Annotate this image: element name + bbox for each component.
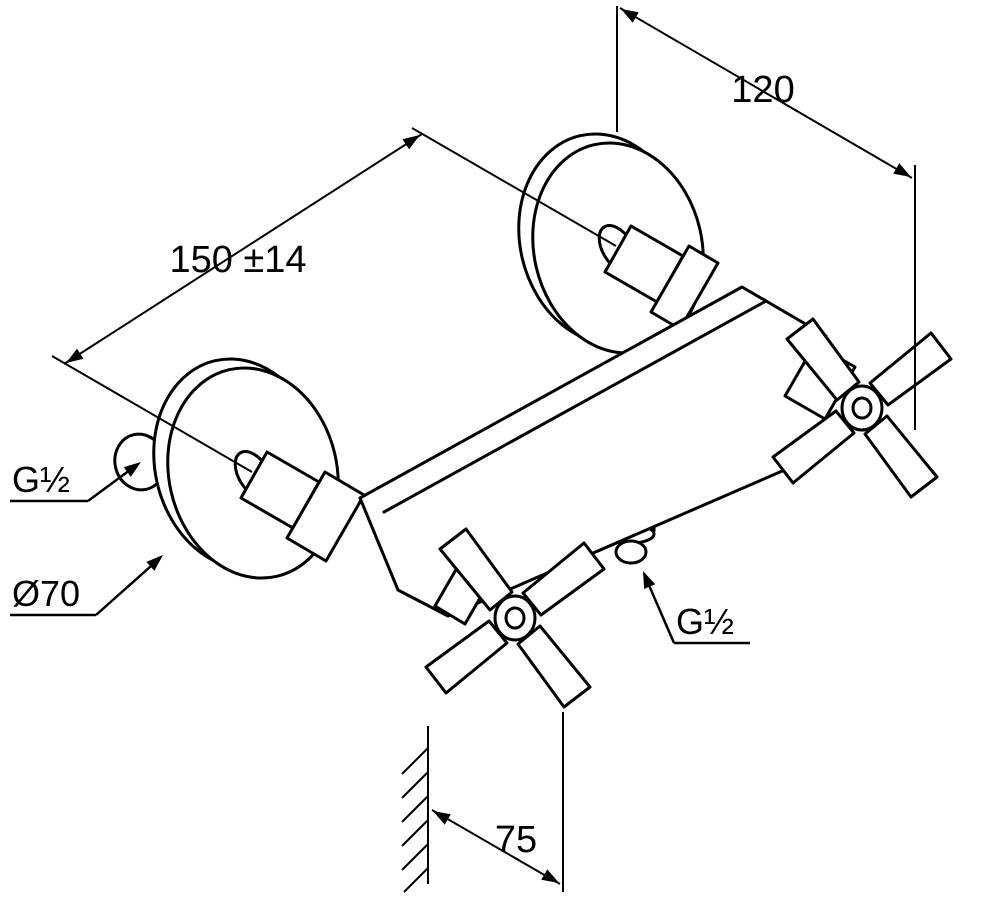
arrow-120-right: [893, 163, 911, 177]
dim-150-label: 150 ±14: [169, 239, 306, 281]
label-flange-diameter: Ø70: [10, 555, 163, 617]
arrow-75-left: [433, 811, 451, 825]
arrow-flange-diameter: [146, 555, 163, 571]
wall-hatching: [401, 726, 429, 893]
arrow-150-right: [402, 135, 420, 150]
dimension-75: 75: [431, 712, 564, 892]
arrow-150-left: [66, 348, 84, 363]
right-valve: [771, 317, 953, 499]
thread-outlet-label: G½: [676, 601, 734, 642]
arrow-120-left: [621, 9, 639, 23]
mixer-fixture: [113, 132, 953, 709]
dimension-150: 150 ±14: [51, 127, 617, 473]
lower-union: [239, 450, 366, 563]
upper-union: [603, 224, 720, 331]
flange-diameter-label: Ø70: [12, 573, 80, 614]
arrow-thread-inlet: [123, 462, 141, 477]
label-thread-inlet: G½: [10, 459, 141, 503]
dim-120-label: 120: [731, 69, 794, 111]
dim-75-label: 75: [495, 819, 537, 861]
arrow-thread-outlet: [643, 571, 656, 589]
label-thread-outlet: G½: [643, 571, 750, 645]
front-valve: [424, 527, 606, 709]
thread-inlet-label: G½: [12, 459, 70, 500]
right-cross-handle: [771, 317, 953, 499]
front-cross-handle: [424, 527, 606, 709]
dimension-120: 120: [616, 6, 916, 430]
arrow-75-right: [541, 869, 559, 883]
